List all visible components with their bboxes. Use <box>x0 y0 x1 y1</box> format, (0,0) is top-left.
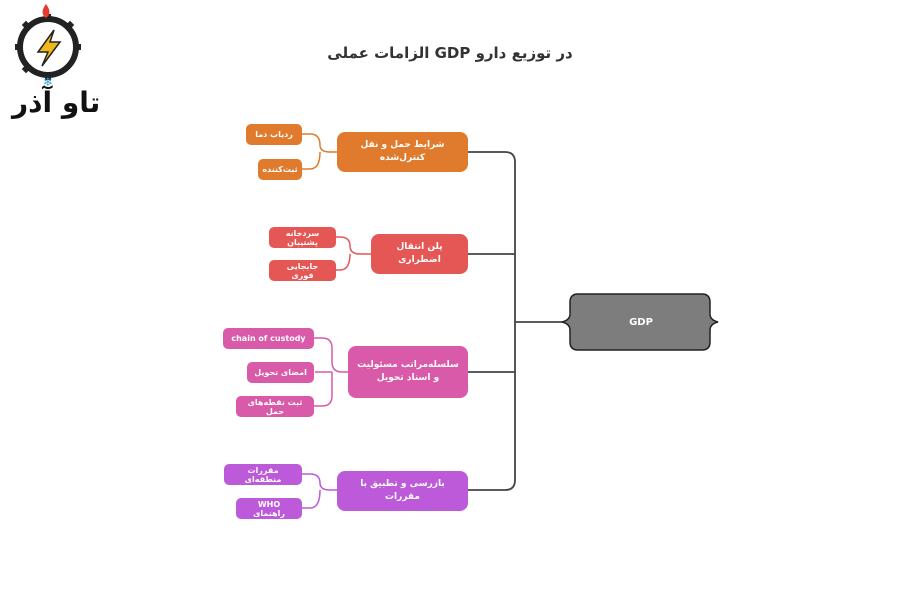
leaf-who-guidelines[interactable]: WHO راهنمای <box>236 498 302 519</box>
leaf-transport-points-log[interactable]: ثبت نقطه‌های حمل <box>236 396 314 417</box>
leaf-backup-cold-storage[interactable]: سردخانه پشتیبان <box>269 227 336 248</box>
diagram-title: در توزیع دارو GDP الزامات عملی <box>327 44 573 62</box>
leaf-temperature-tracker[interactable]: ردیاب دما <box>246 124 302 145</box>
snowflake-icon: ❄ <box>43 75 53 89</box>
branch-node-emergency-plan[interactable]: پلن انتقال اضطراری <box>371 234 468 274</box>
leaf-logger[interactable]: ثبت‌کننده <box>258 159 302 180</box>
leaf-immediate-transfer[interactable]: جابجایی فوری <box>269 260 336 281</box>
logo-text: تاو آذر <box>12 86 101 119</box>
branch-node-inspection-compliance[interactable]: بازرسی و تطبیق با مقررات <box>337 471 468 511</box>
leaf-regional-regulations[interactable]: مقررات منطقه‌ای <box>224 464 302 485</box>
leaf-delivery-signature[interactable]: امضای تحویل <box>247 362 314 383</box>
center-node-shape <box>561 293 719 351</box>
branch-node-responsibility-chain[interactable]: سلسله‌مراتب مسئولیت و اسناد تحویل <box>348 346 468 398</box>
center-node-label[interactable]: GDP <box>629 316 653 328</box>
leaf-chain-of-custody[interactable]: chain of custody <box>223 328 314 349</box>
gear-lightning-icon: ❄ <box>15 4 81 89</box>
branch-node-transport-conditions[interactable]: شرایط حمل و نقل کنترل‌شده <box>337 132 468 172</box>
